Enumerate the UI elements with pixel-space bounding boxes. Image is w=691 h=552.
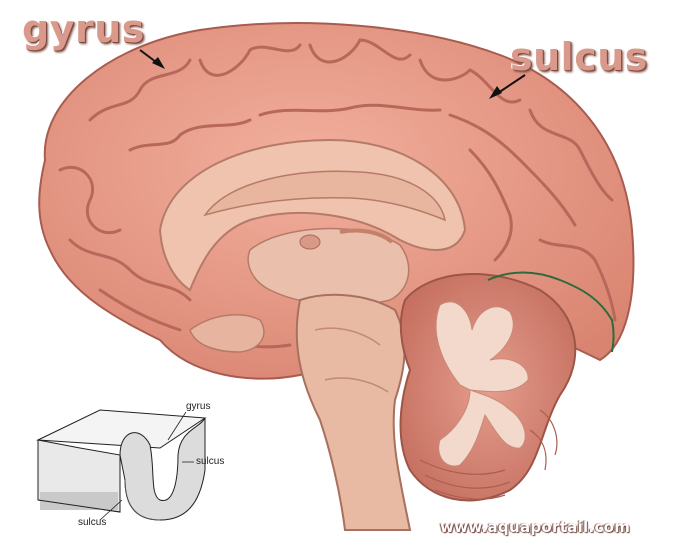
hypothalamus (189, 314, 265, 353)
inset-gyrus-sulcus-model (36, 409, 207, 521)
brainstem (295, 293, 412, 531)
inset-sulcus-bottom-label: sulcus (78, 517, 107, 528)
boundary-line (487, 271, 615, 353)
pineal-area (299, 234, 321, 250)
cerebellar-folia (419, 409, 558, 500)
gyrus-label: gyrus (22, 7, 145, 51)
inset-sulcus-right-label: sulcus (196, 456, 225, 467)
gyri-folds (58, 38, 617, 349)
arbor-vitae (435, 301, 529, 467)
sulcus-label: sulcus (510, 35, 648, 79)
fornix (339, 228, 394, 244)
gyrus-arrow (139, 49, 165, 69)
sulcus-arrow (489, 74, 526, 99)
lateral-ventricle (203, 170, 447, 222)
thalamus (247, 227, 410, 306)
inset-gyrus-label: gyrus (186, 401, 211, 412)
watermark: www.aquaportail.com (440, 518, 631, 536)
